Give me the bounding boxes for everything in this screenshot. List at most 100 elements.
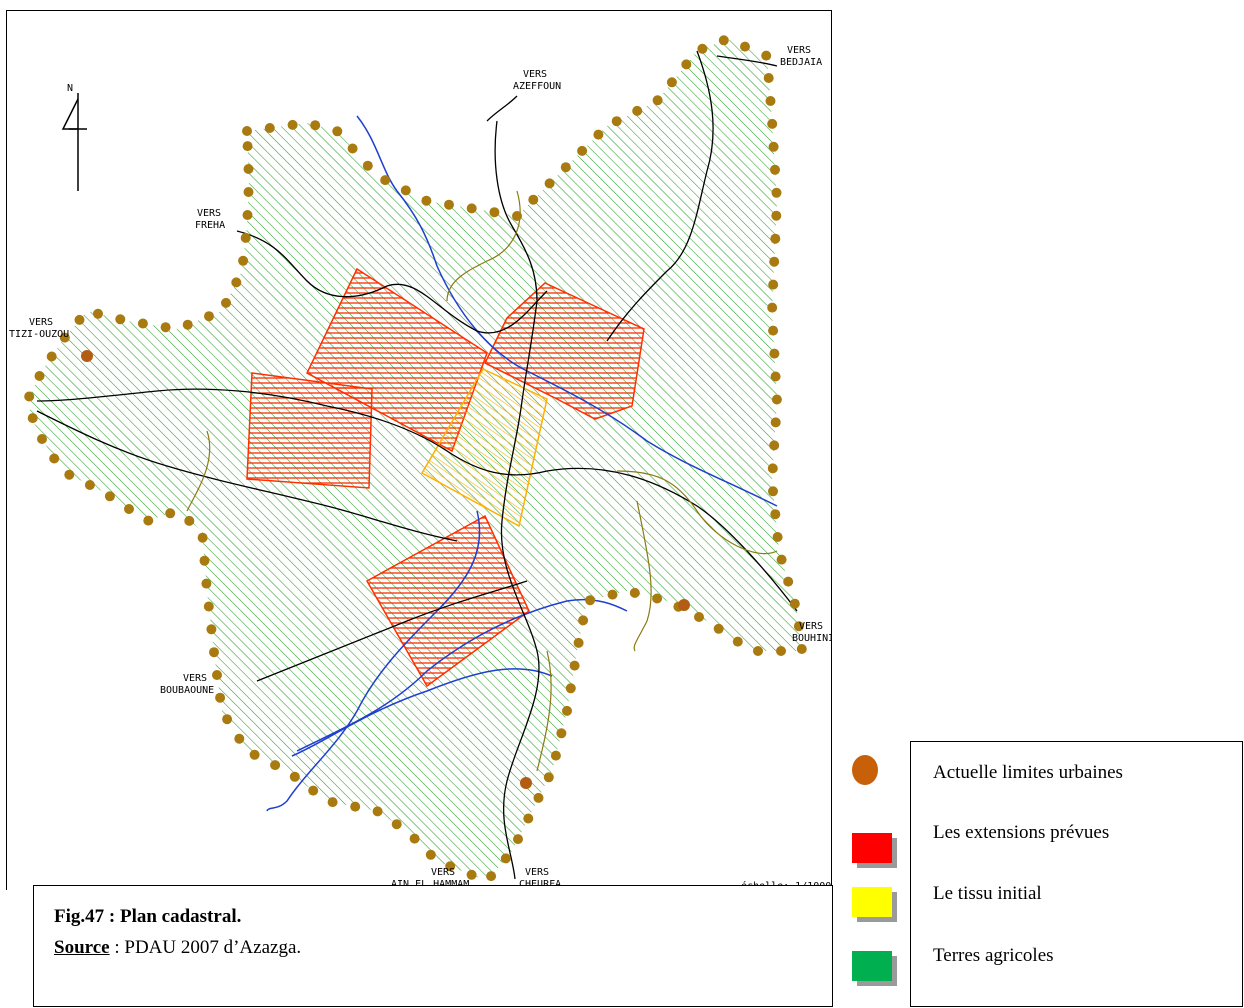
- urban-limit-dot: [242, 141, 253, 152]
- urban-limit-dot: [209, 647, 219, 658]
- urban-limit-dot: [569, 660, 580, 671]
- urban-limit-dot: [49, 453, 60, 464]
- svg-text:VERS: VERS: [431, 867, 455, 878]
- label-tizi-ouzou: VERS TIZI-OUZOU: [9, 317, 69, 340]
- urban-limit-dot: [238, 255, 249, 266]
- legend-swatch-initial-fabric: [852, 887, 892, 917]
- urban-limit-dot: [74, 314, 85, 325]
- svg-text:VERS: VERS: [29, 317, 53, 328]
- urban-limit-dot: [768, 279, 779, 290]
- urban-limit-dot: [347, 143, 358, 154]
- urban-limit-dot: [512, 211, 522, 221]
- urban-limit-dot: [93, 308, 103, 319]
- urban-limit-dot: [27, 413, 38, 424]
- urban-limit-dot: [199, 555, 210, 566]
- planned-extension-northeast: [483, 282, 645, 420]
- svg-text:FREHA: FREHA: [195, 220, 225, 231]
- urban-limit-dot: [713, 623, 724, 634]
- urban-limit-dot: [489, 207, 500, 218]
- urban-limit-dot: [771, 210, 782, 221]
- urban-limit-dot: [513, 834, 523, 845]
- urban-limit-dot: [771, 394, 782, 405]
- legend-swatch-urban-limits: [852, 755, 878, 785]
- urban-limit-dot: [203, 601, 214, 612]
- north-arrow: N: [61, 83, 87, 191]
- urban-limit-dot: [231, 277, 242, 288]
- label-freha: VERS FREHA: [195, 208, 225, 231]
- label-boubaoune: VERS BOUBAOUNE: [160, 673, 214, 696]
- urban-limit-dot: [770, 233, 781, 244]
- urban-limit-dot: [421, 195, 432, 206]
- svg-text:VERS: VERS: [525, 867, 549, 878]
- urban-limit-dot: [115, 314, 126, 325]
- urban-limit-marker: [678, 599, 690, 611]
- urban-limit-dot: [310, 120, 321, 131]
- legend-swatch-extensions: [852, 833, 892, 863]
- urban-limit-dot: [400, 185, 411, 196]
- urban-limit-dot: [585, 595, 596, 606]
- urban-limit-dot: [770, 371, 781, 382]
- urban-limit-dot: [165, 508, 176, 519]
- urban-limit-dot: [776, 646, 786, 656]
- label-bouhini: VERS BOUHINI: [792, 621, 831, 644]
- svg-text:BOUBAOUNE: BOUBAOUNE: [160, 685, 214, 696]
- urban-limit-dot: [308, 785, 319, 796]
- urban-limit-marker: [81, 350, 93, 362]
- planned-extension-west: [246, 372, 373, 489]
- urban-limit-dot: [533, 792, 544, 803]
- urban-limit-dot: [34, 371, 45, 381]
- urban-limit-dot: [607, 589, 618, 600]
- urban-limit-dot: [59, 332, 70, 343]
- urban-limit-dot: [767, 118, 778, 129]
- urban-limit-dot: [550, 750, 561, 761]
- urban-limit-dot: [652, 95, 663, 106]
- urban-limit-dot: [234, 733, 245, 744]
- planned-extension-south: [365, 514, 530, 688]
- urban-limit-dot: [201, 578, 212, 589]
- urban-limit-dot: [629, 587, 640, 598]
- urban-limit-dot: [243, 187, 254, 197]
- urban-limit-dot: [565, 683, 576, 694]
- urban-limit-dot: [24, 391, 35, 402]
- urban-limit-dot: [732, 636, 743, 647]
- urban-limit-dot: [362, 160, 373, 171]
- urban-limit-dot: [182, 319, 193, 330]
- caption-source: Source : PDAU 2007 d’Azazga.: [54, 937, 301, 959]
- urban-limit-dot: [523, 813, 534, 824]
- urban-limit-dot: [264, 123, 275, 133]
- urban-limit-dot: [242, 126, 252, 136]
- urban-limit-dot: [204, 311, 214, 322]
- urban-limit-dot: [718, 35, 729, 46]
- urban-limit-dot: [544, 178, 555, 189]
- urban-limit-marker: [520, 777, 532, 789]
- svg-text:TIZI-OUZOU: TIZI-OUZOU: [9, 329, 69, 340]
- urban-limit-dot: [578, 615, 589, 626]
- urban-limit-dot: [771, 187, 782, 198]
- urban-limit-dot: [372, 806, 383, 817]
- urban-limit-dot: [197, 532, 208, 543]
- legend: Actuelle limites urbaines Les extensions…: [910, 741, 1243, 1007]
- urban-limit-dot: [783, 576, 794, 587]
- urban-limit-dot: [206, 624, 217, 635]
- label-bedjaia: VERS BEDJAIA: [780, 45, 822, 68]
- urban-limit-dot: [652, 593, 663, 604]
- urban-limit-dot: [215, 692, 226, 703]
- urban-limit-dot: [221, 297, 231, 308]
- roads: [36, 50, 798, 880]
- urban-limit-dot: [768, 141, 779, 152]
- urban-limit-dot: [767, 302, 778, 313]
- urban-limit-dot: [611, 116, 622, 127]
- north-label: N: [67, 83, 73, 94]
- figure-caption: Fig.47 : Plan cadastral. Source : PDAU 2…: [33, 885, 833, 1007]
- urban-limit-dot: [796, 644, 807, 654]
- label-azeffoun: VERS AZEFFOUN: [513, 69, 561, 92]
- urban-limit-dot: [380, 175, 391, 186]
- urban-limit-dot: [769, 348, 780, 359]
- urban-limit-dot: [486, 871, 497, 882]
- urban-limit-dot: [543, 772, 554, 783]
- urban-limit-dot: [500, 853, 511, 864]
- urban-limit-dot: [560, 162, 571, 173]
- urban-limit-dot: [425, 849, 436, 860]
- urban-limit-dot: [573, 637, 584, 648]
- urban-limit-dot: [46, 351, 57, 362]
